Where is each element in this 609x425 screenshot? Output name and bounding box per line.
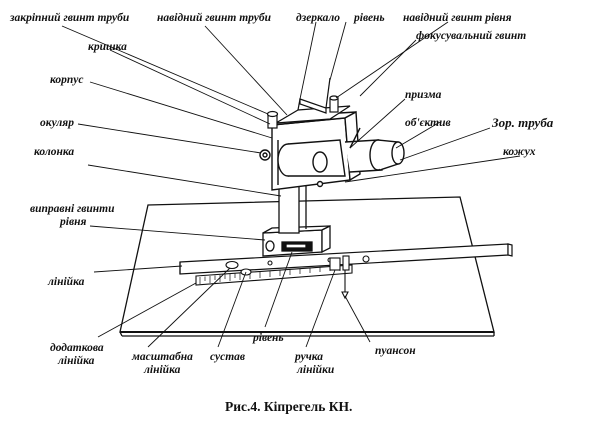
label-joint: сустав [210, 351, 246, 363]
label-scale-ruler-line1: масштабна [132, 351, 193, 363]
label-telescope: Зор. труба [492, 115, 554, 130]
label-tube-lock-screw: закріпний гвинт труби [10, 12, 130, 24]
label-level-bottom: рівень [253, 332, 284, 344]
label-column: колонка [34, 146, 75, 158]
top-assembly [266, 77, 351, 129]
label-level-guide-screw: навідний гвинт рівня [403, 12, 512, 24]
label-ruler: лінійка [48, 276, 85, 288]
label-tube-guide-screw: навідний гвинт труби [157, 12, 271, 24]
label-extra-ruler-line2: лінійка [58, 355, 95, 367]
label-body: корпус [50, 74, 84, 86]
label-mirror: дзеркало [296, 12, 340, 24]
scale-ruler-drawing [195, 264, 353, 286]
label-extra-ruler-line1: додаткова [50, 342, 104, 354]
label-casing: кожух [503, 146, 536, 158]
telescope-drawing [259, 127, 405, 177]
label-scale-ruler-line2: лінійка [144, 364, 181, 376]
label-ruler-handle-line1: ручка [295, 351, 324, 363]
figure-caption: Рис.4. Кіпрегель КН. [225, 399, 353, 414]
label-level-top: рівень [354, 12, 385, 24]
label-level-correction-screws-line2: рівня [60, 216, 87, 228]
label-focusing-screw: фокусувальний гвинт [416, 30, 527, 42]
label-ruler-handle-line2: лінійки [297, 364, 335, 376]
leader-lines [61, 21, 521, 348]
label-level-correction-screws-line1: виправні гвинти [30, 203, 115, 215]
label-objective: об'єктив [405, 117, 451, 129]
label-punch: пуансон [375, 345, 416, 357]
label-eyepiece: окуляр [40, 117, 74, 129]
label-prism: призма [405, 89, 442, 101]
label-cover: кришка [88, 41, 127, 53]
